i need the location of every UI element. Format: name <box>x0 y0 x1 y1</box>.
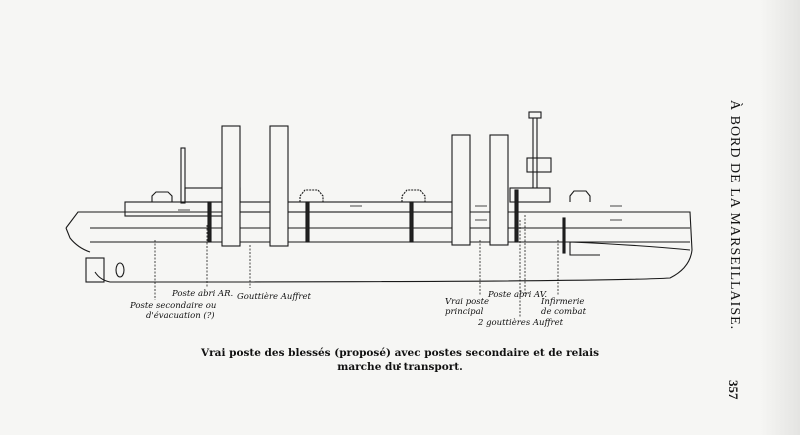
gutter-fore-2 <box>562 217 566 254</box>
label-poste-secondaire-line1: Poste secondaire ou <box>130 301 217 311</box>
label-poste-secondaire-line2: d'évacuation (?) <box>146 311 215 321</box>
gutter-mid-2 <box>409 201 414 243</box>
label-infirmerie-line1: Infirmerie <box>541 297 585 307</box>
figure-caption-line1: Vrai poste des blessés (proposé) avec po… <box>200 347 600 371</box>
hull-outline <box>65 211 693 283</box>
gutter-fore-1 <box>514 189 519 243</box>
label-poste-abri-av: Poste abri AV. <box>488 290 548 300</box>
aft-turret <box>151 191 173 202</box>
fore-turret <box>569 190 591 202</box>
funnel-1 <box>221 125 241 247</box>
figure-caption-line2: marche du transport. <box>337 361 463 373</box>
funnel-3 <box>451 134 471 246</box>
mid-turret <box>299 189 324 202</box>
leader-lines <box>154 215 559 318</box>
aft-mast <box>180 147 186 204</box>
gutter-mid <box>305 201 310 243</box>
mid-deckhouse <box>224 201 456 213</box>
bow-waterline <box>569 241 691 256</box>
label-gouttiere-auffret: Gouttière Auffret <box>237 292 311 302</box>
label-infirmerie-line2: de combat <box>541 307 587 317</box>
label-poste-abri-ar: Poste abri AR. <box>172 289 234 299</box>
propeller <box>115 262 125 278</box>
rudder <box>85 257 105 283</box>
label-vrai-poste-line1: Vrai poste <box>445 297 490 307</box>
page-edge-shadow <box>760 0 800 435</box>
stern-curve <box>65 227 91 253</box>
flow-arrows <box>178 205 622 221</box>
aft-superstructure <box>124 201 236 217</box>
running-head: À BORD DE LA MARSEILLAISE. <box>727 100 742 331</box>
label-2-gouttieres-auffret: 2 gouttières Auffret <box>478 318 564 328</box>
fore-mast-top <box>528 111 542 119</box>
fore-mast-platform <box>526 157 552 173</box>
funnel-2 <box>269 125 289 247</box>
label-vrai-poste-line2: principal <box>445 307 484 317</box>
forward-bridge <box>509 187 551 203</box>
page-number: 357 <box>726 380 741 400</box>
gutter-aft <box>207 201 212 243</box>
mid-turret-2 <box>401 189 426 202</box>
funnel-4 <box>489 134 509 246</box>
